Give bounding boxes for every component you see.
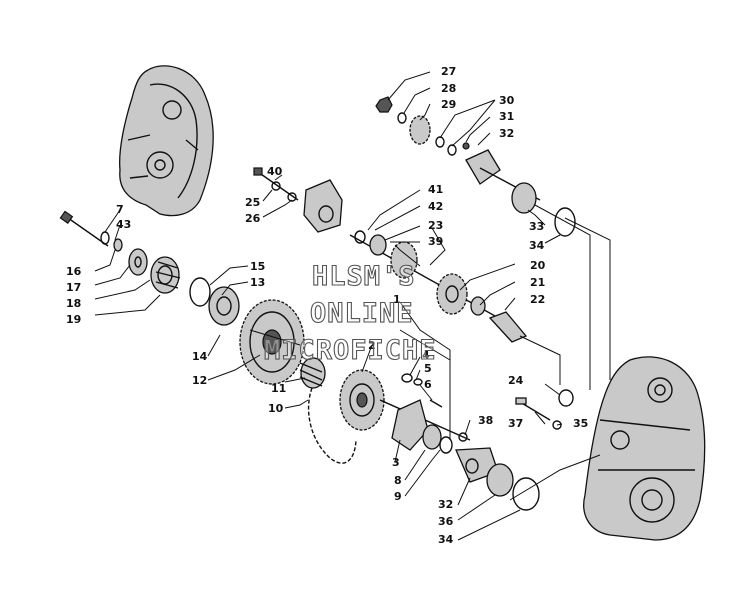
callout-41: 41 (428, 183, 443, 196)
callout-leaders (94, 71, 563, 541)
callout-31: 31 (499, 110, 514, 123)
gear-case-cover (119, 65, 214, 217)
callout-34-lower: 34 (438, 533, 454, 546)
callout-43: 43 (116, 218, 131, 231)
callout-34-upper: 34 (529, 239, 545, 252)
bearing-stack (189, 277, 240, 326)
callout-17: 17 (66, 281, 81, 294)
callout-30: 30 (499, 94, 515, 107)
callout-7: 7 (116, 203, 124, 216)
callout-24: 24 (508, 374, 524, 387)
watermark-line-1: HLSM'S (312, 261, 416, 292)
callout-16: 16 (66, 265, 82, 278)
callout-4: 4 (422, 349, 430, 362)
callout-23: 23 (428, 219, 443, 232)
left-bolt-assembly (59, 210, 181, 294)
callout-35: 35 (573, 417, 588, 430)
lower-sprocket (339, 369, 385, 431)
callout-6: 6 (424, 378, 432, 391)
callout-25: 25 (245, 196, 260, 209)
callout-15: 15 (250, 260, 265, 273)
callout-40: 40 (267, 165, 283, 178)
callout-38: 38 (478, 414, 493, 427)
callout-14: 14 (192, 350, 208, 363)
callout-12: 12 (192, 374, 207, 387)
callout-42: 42 (428, 200, 443, 213)
callout-26: 26 (245, 212, 261, 225)
callout-39: 39 (428, 235, 443, 248)
callout-1: 1 (393, 293, 401, 306)
callout-32-lower: 32 (438, 498, 453, 511)
large-sprocket (239, 299, 305, 385)
callout-8: 8 (394, 474, 402, 487)
callout-11: 11 (271, 382, 286, 395)
upper-shaft-assembly (375, 96, 576, 237)
brake-bracket (253, 167, 343, 233)
callout-28: 28 (441, 82, 456, 95)
callout-9: 9 (394, 490, 402, 503)
callout-19: 19 (66, 313, 81, 326)
callout-33: 33 (529, 220, 544, 233)
callout-2: 2 (368, 339, 376, 352)
callout-labels: 1 2 3 4 5 6 7 8 9 10 11 12 13 14 15 16 1… (66, 65, 588, 546)
callout-27: 27 (441, 65, 456, 78)
callout-20: 20 (530, 259, 546, 272)
callout-18: 18 (66, 297, 81, 310)
lower-bearing-plate (455, 432, 540, 511)
callout-5: 5 (424, 362, 432, 375)
gear-case-housing (583, 356, 706, 541)
watermark-line-2: ONLINE (310, 298, 414, 329)
callout-36: 36 (438, 515, 454, 528)
input-gear (299, 357, 326, 389)
callout-21: 21 (530, 276, 545, 289)
callout-13: 13 (250, 276, 265, 289)
callout-29: 29 (441, 98, 456, 111)
callout-37: 37 (508, 417, 523, 430)
callout-3: 3 (392, 456, 400, 469)
callout-32-upper: 32 (499, 127, 514, 140)
drive-chain (307, 387, 357, 464)
lower-shaft-assembly (379, 373, 471, 454)
callout-22: 22 (530, 293, 545, 306)
watermark-line-3: MICROFICHE (264, 335, 437, 366)
shift-linkage-parts (515, 389, 574, 430)
callout-10: 10 (268, 402, 284, 415)
watermark: HLSM'S ONLINE MICROFICHE (263, 260, 437, 366)
